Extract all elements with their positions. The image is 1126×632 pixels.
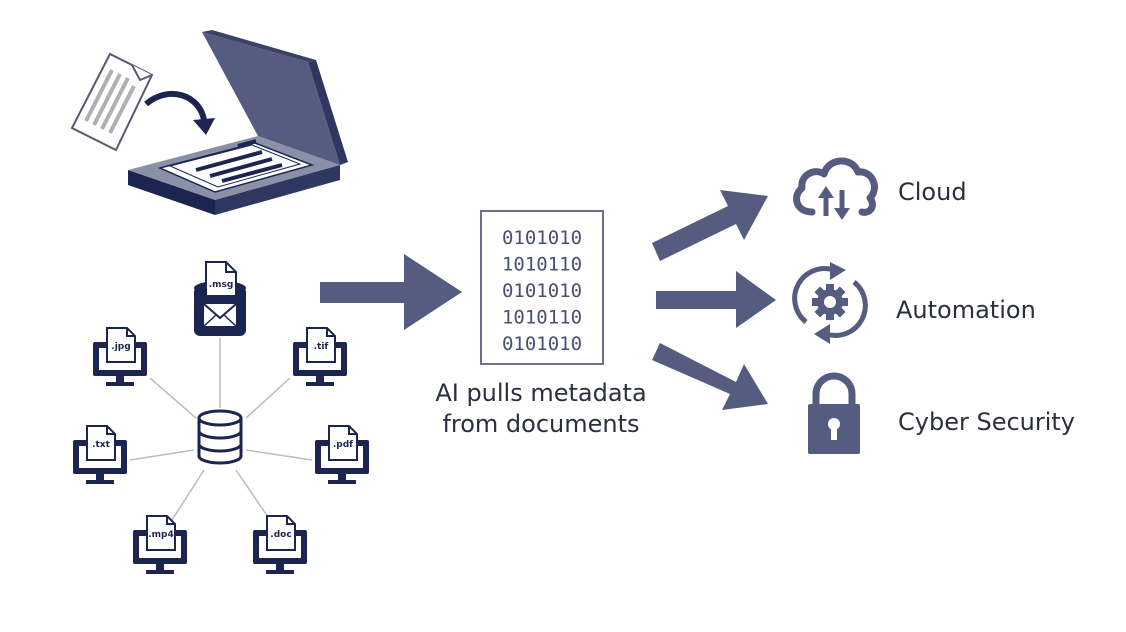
source-mp4-monitor: .mp4 — [133, 515, 187, 574]
output-label-cloud: Cloud — [898, 178, 967, 206]
file-ext-label: .pdf — [333, 440, 353, 450]
binary-line: 1010110 — [502, 254, 582, 276]
caption-line-2: from documents — [442, 410, 639, 438]
source-tif-monitor: .tif — [293, 327, 347, 386]
source-jpg-monitor: .jpg — [93, 327, 147, 386]
binary-line: 0101010 — [502, 227, 582, 249]
scanner-icon — [128, 30, 348, 215]
automation-gear-icon — [792, 262, 868, 344]
binary-line: 1010110 — [502, 307, 582, 329]
file-ext-label: .msg — [209, 280, 234, 290]
arrow-to-cloud-icon — [652, 190, 768, 261]
binary-line: 0101010 — [502, 280, 582, 302]
envelope-icon — [203, 303, 237, 327]
main-arrow-icon — [320, 254, 462, 330]
document-icon — [70, 52, 154, 152]
output-arrows — [652, 190, 776, 410]
binary-box — [480, 210, 604, 365]
file-ext-label: .jpg — [111, 342, 130, 352]
connector-lines — [129, 338, 313, 521]
curved-arrow-icon — [144, 91, 215, 135]
file-ext-label: .doc — [270, 530, 291, 540]
padlock-icon — [808, 372, 860, 454]
output-label-cyber-security: Cyber Security — [898, 408, 1075, 436]
email-source: .msg — [194, 261, 246, 336]
database-icon — [197, 409, 243, 465]
binary-lines: 0101010 1010110 0101010 1010110 0101010 — [502, 227, 582, 355]
binary-line: 0101010 — [502, 333, 582, 355]
file-ext-label: .txt — [92, 440, 111, 450]
source-doc-monitor: .doc — [253, 515, 307, 574]
sources-layer: .jpg .tif .txt .pdf .mp4 .doc — [73, 327, 369, 574]
arrow-to-automation-icon — [656, 271, 776, 328]
source-pdf-monitor: .pdf — [315, 425, 369, 484]
caption-line-1: AI pulls metadata — [435, 379, 646, 407]
file-ext-label: .tif — [314, 342, 329, 352]
output-label-automation: Automation — [896, 296, 1036, 324]
source-txt-monitor: .txt — [73, 425, 127, 484]
file-ext-label: .mp4 — [148, 530, 174, 540]
arrow-to-security-icon — [652, 343, 768, 410]
cloud-sync-icon — [793, 157, 878, 220]
